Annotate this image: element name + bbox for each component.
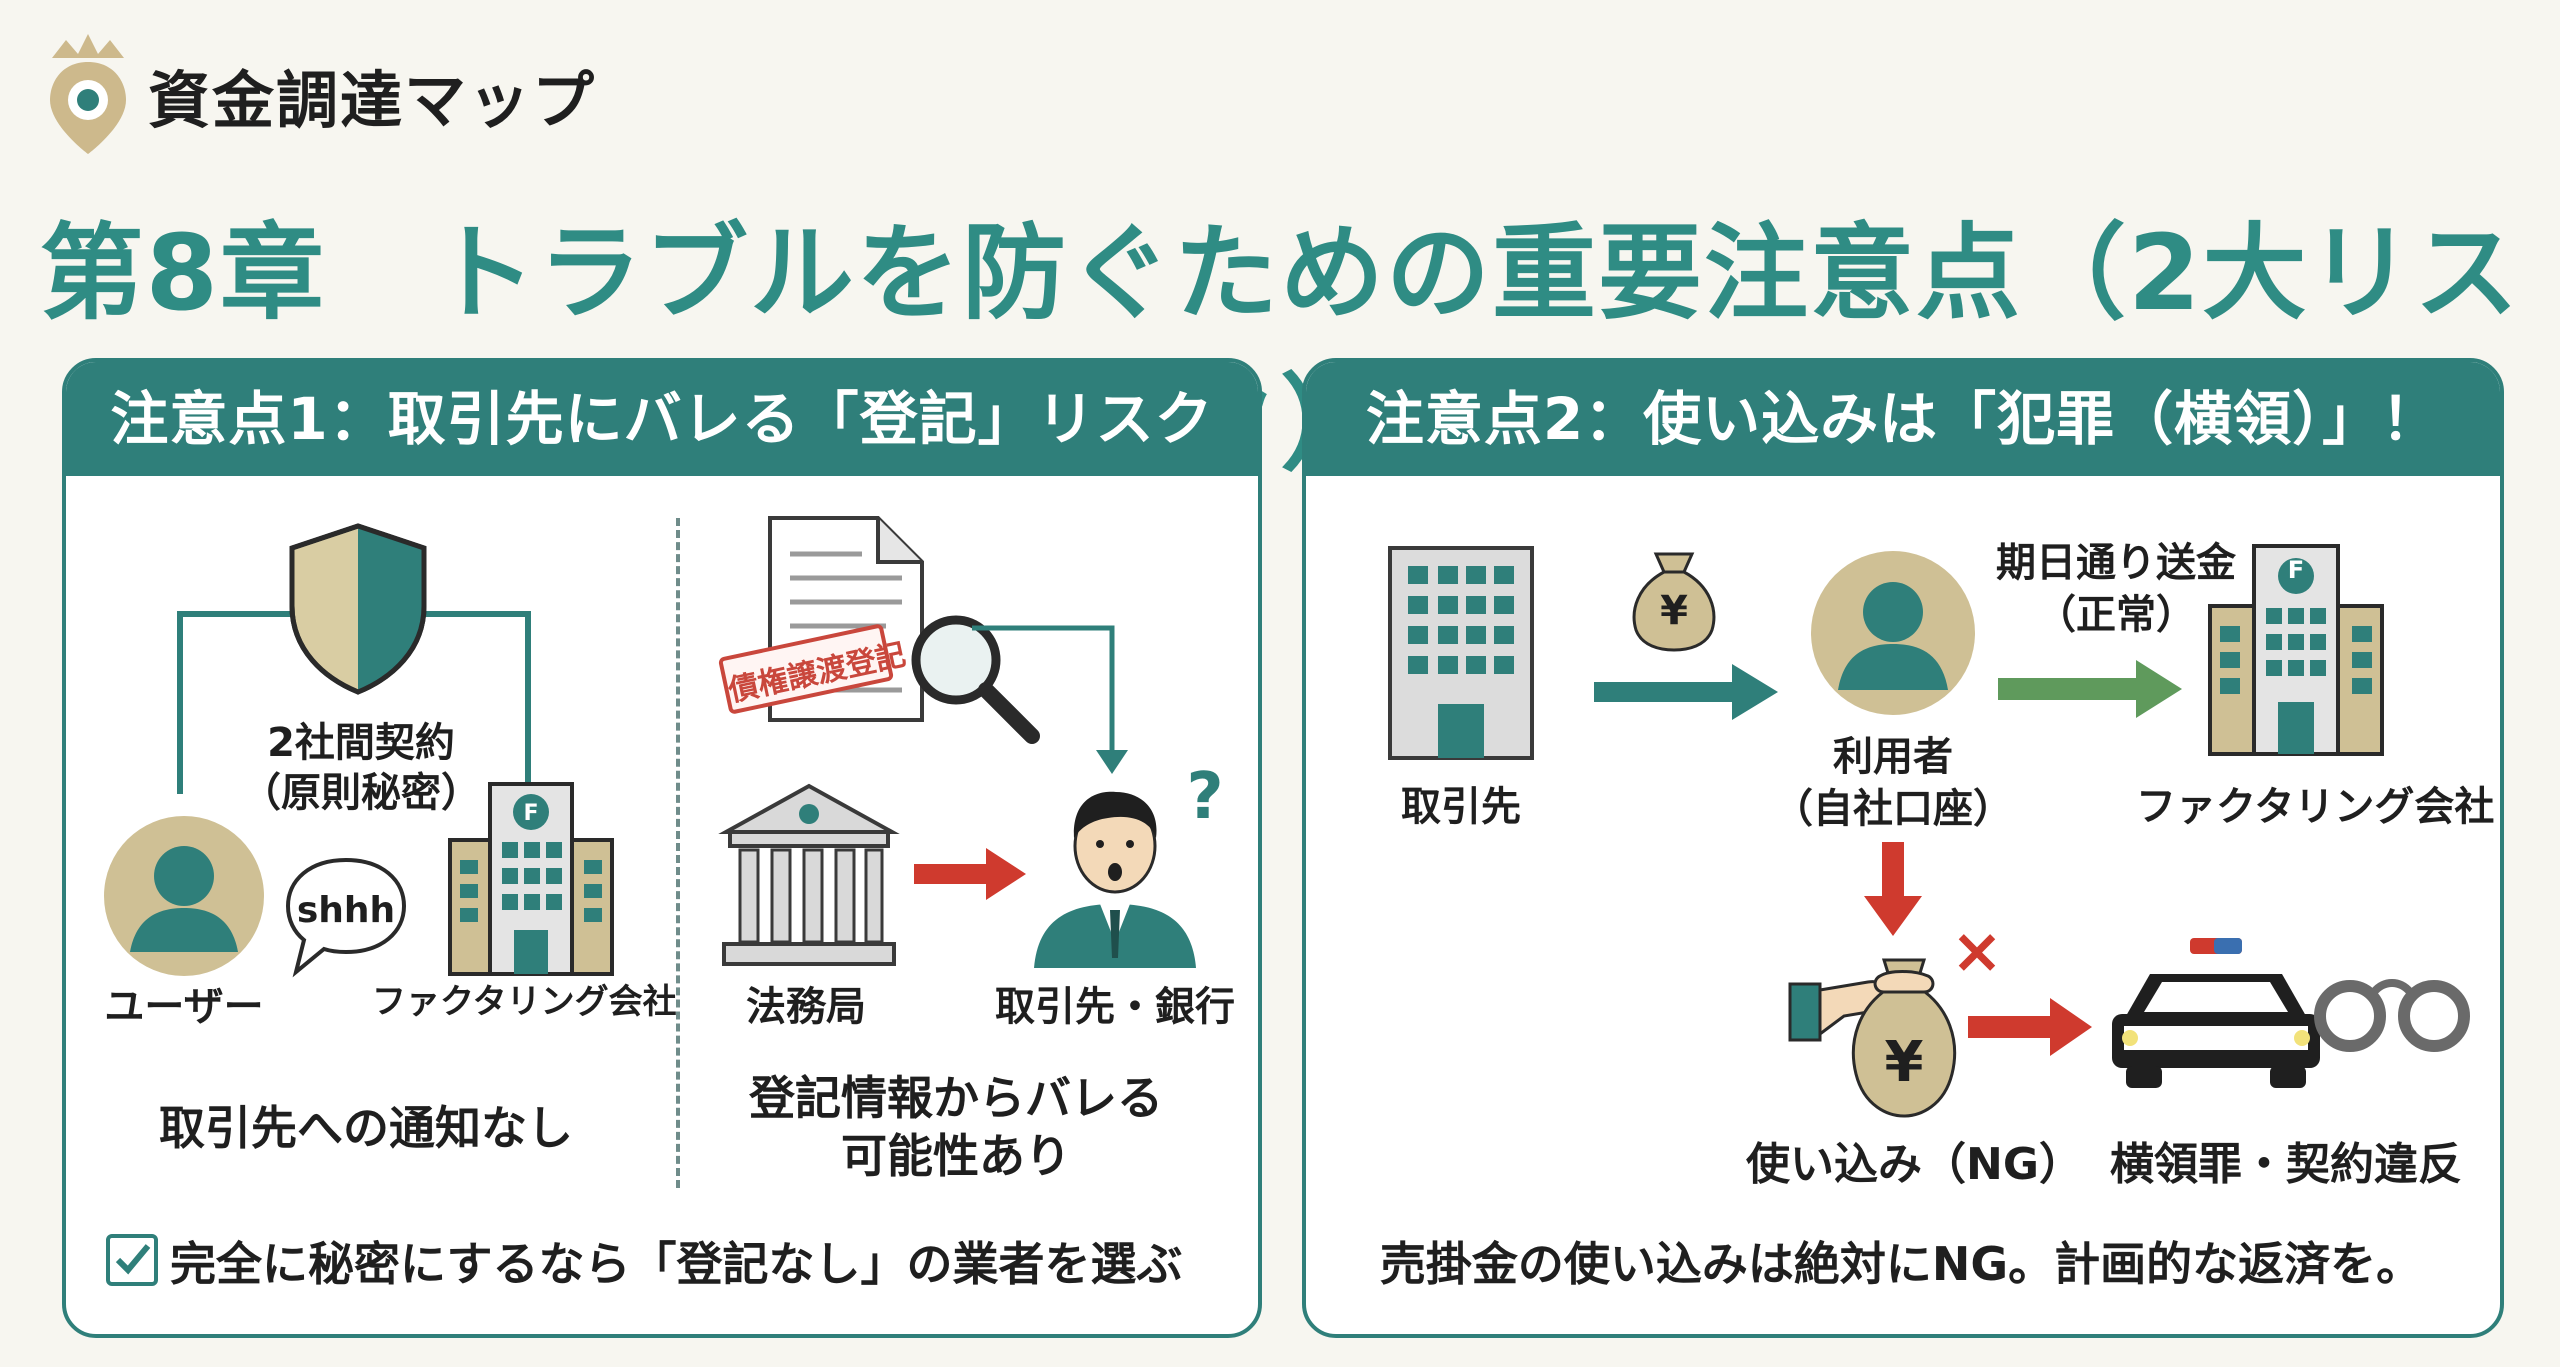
shield-icon [289, 523, 427, 695]
yen-symbol-small: ¥ [1660, 588, 1688, 634]
transfer-label: 期日通り送金 [1996, 540, 2236, 586]
panel1-header: 注意点1：取引先にバレる「登記」リスク [66, 362, 1258, 476]
money-bag-icon [1632, 552, 1716, 652]
legal-bureau-label: 法務局 [746, 984, 866, 1030]
panel1-footer: 完全に秘密にするなら「登記なし」の業者を選ぶ [170, 1237, 1183, 1291]
police-car-icon [2112, 938, 2320, 1088]
panel2-footer: 売掛金の使い込みは絶対にNG。計画的な返済を。 [1379, 1237, 2423, 1291]
panel-misuse-risk: 注意点2：使い込みは「犯罪（横領）」！ 取引先 ¥ 利用者 （自社口座） 期日通… [1302, 358, 2504, 1338]
office-building-icon [1388, 546, 1534, 760]
risk-label-line2: 可能性あり [841, 1129, 1071, 1183]
panel-registration-risk: 注意点1：取引先にバレる「登記」リスク 2社間契約 （原則秘密） ユーザー sh… [62, 358, 1262, 1338]
svg-text:F: F [523, 801, 538, 826]
factoring-logo-letter: F [2287, 556, 2305, 584]
brand-name: 資金調達マップ [148, 64, 597, 137]
surprised-person-icon [1034, 791, 1196, 968]
user-avatar-icon [1811, 551, 1975, 715]
magnifier-icon [911, 615, 1040, 744]
speech-bubble-icon [285, 857, 407, 978]
red-arrow-icon [914, 848, 1026, 900]
contract-secret-label: （原則秘密） [241, 770, 481, 816]
checkmark-icon [115, 1244, 151, 1275]
red-arrow-icon [1968, 998, 2092, 1056]
handcuffs-icon [2314, 979, 2470, 1052]
crime-label: 横領罪・契約違反 [2110, 1139, 2462, 1190]
search-connector-arrow [972, 625, 1128, 774]
yen-symbol-large: ¥ [1884, 1030, 1924, 1095]
contract-type-label: 2社間契約 [267, 720, 455, 766]
green-arrow-icon [1998, 660, 2182, 718]
factoring-building-icon: F [448, 782, 614, 976]
hand-money-bag-icon [1788, 958, 1957, 1118]
risk-label-line1: 登記情報からバレる [749, 1071, 1163, 1125]
transfer-normal-label: （正常） [2036, 592, 2196, 638]
shhh-text: shhh [296, 890, 396, 931]
misuse-label: 使い込み（NG） [1746, 1139, 2083, 1190]
red-down-arrow-icon [1864, 842, 1922, 936]
client-label: 取引先 [1401, 784, 1521, 830]
location-pin-crown-icon [50, 34, 126, 154]
user-label: ユーザー [104, 984, 264, 1030]
cross-mark: × [1951, 914, 2003, 987]
legal-bureau-icon [718, 783, 900, 966]
checkbox-icon [106, 1234, 158, 1286]
factoring-company-label: ファクタリング会社 [2136, 784, 2495, 830]
factoring-company-label: ファクタリング会社 [372, 982, 677, 1022]
no-notice-label: 取引先への通知なし [159, 1101, 573, 1155]
factoring-building-icon [2208, 544, 2384, 756]
question-mark: ? [1186, 760, 1224, 834]
user-label: 利用者 [1833, 734, 1953, 780]
client-bank-label: 取引先・銀行 [995, 984, 1235, 1030]
user-avatar-icon [104, 816, 264, 976]
panel1-divider [676, 518, 680, 1188]
own-account-label: （自社口座） [1773, 786, 2013, 832]
teal-arrow-icon [1594, 664, 1778, 720]
panel2-header: 注意点2：使い込みは「犯罪（横領）」！ [1306, 362, 2500, 476]
